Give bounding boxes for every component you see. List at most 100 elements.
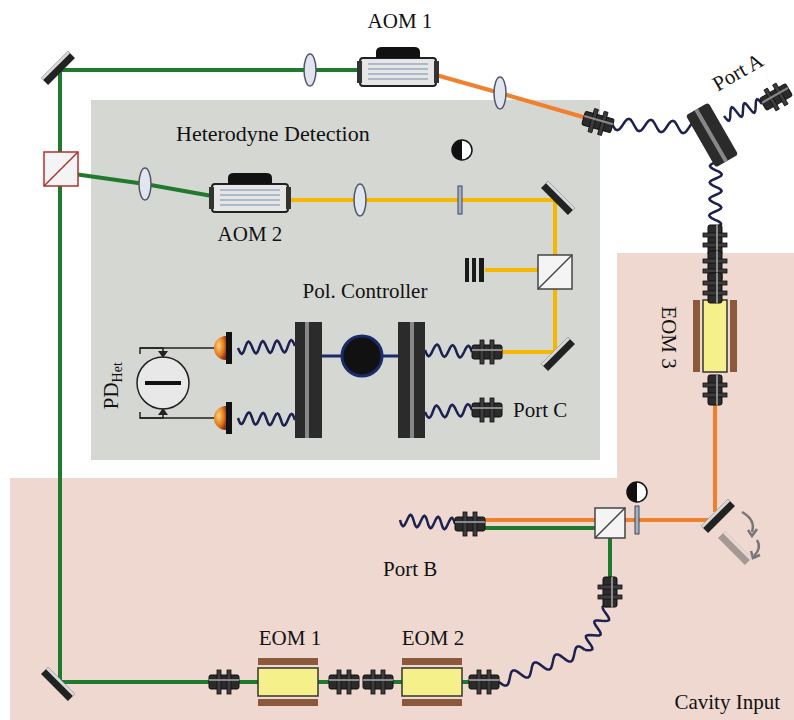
port-label: Port A	[709, 48, 768, 95]
fiber-coupler	[469, 670, 499, 694]
component-label: Cavity Input	[674, 691, 780, 714]
photodiode	[214, 406, 226, 430]
green-beam	[485, 526, 595, 530]
mirror	[41, 51, 735, 701]
detector-name: PD	[98, 382, 122, 409]
aom-device: AOM 1	[355, 8, 445, 90]
waveplate-icon	[452, 140, 472, 160]
flip-arrow	[742, 512, 760, 558]
component-label: Pol. Controller	[300, 280, 430, 303]
aom	[209, 173, 291, 212]
photodiode	[214, 332, 232, 434]
fiber-coil	[425, 404, 472, 418]
beam-splitter	[44, 152, 78, 186]
flip-arrow	[748, 529, 757, 536]
lens	[354, 184, 366, 216]
beam-dump	[479, 258, 484, 282]
lens	[139, 54, 506, 216]
fiber-coupler	[703, 375, 727, 405]
orange-beam	[436, 75, 590, 119]
waveplate	[635, 506, 639, 534]
waveplate-icon	[452, 140, 462, 160]
eom-crystal	[258, 658, 318, 665]
fiber-coupler	[329, 670, 359, 694]
photodiode	[226, 402, 232, 434]
flip-arrow	[742, 512, 753, 532]
fiber-coupler	[209, 670, 239, 694]
polarization-controller: Pol. Controller	[300, 280, 430, 380]
mirror	[701, 499, 735, 533]
fiber-coupler	[455, 512, 485, 536]
beam-dump	[472, 258, 476, 282]
orange-beam	[436, 75, 715, 520]
fiber-coupler	[472, 340, 502, 364]
eom-device: EOM 1	[250, 625, 330, 707]
eom-device: EOM 2	[393, 625, 473, 707]
balanced-photodetector: PDHet	[95, 320, 210, 450]
fiber-coil	[585, 606, 610, 651]
fiber-coupler	[757, 79, 794, 115]
heterodyne-panel	[91, 100, 600, 460]
component-label: EOM 1	[250, 627, 330, 650]
fiber-coupler	[598, 577, 622, 607]
eom-crystal	[258, 668, 318, 696]
mirror	[41, 51, 75, 85]
mirror	[41, 667, 75, 701]
eom-crystal	[402, 658, 462, 665]
balanced-detector	[158, 351, 168, 358]
waveplate-icon	[452, 140, 647, 502]
fiber-splitter	[295, 322, 322, 438]
flip-mirror	[718, 531, 752, 565]
orange-beam	[713, 405, 717, 512]
balanced-detector	[137, 348, 214, 418]
lens	[494, 77, 506, 109]
fiber-coil	[400, 515, 455, 529]
eom-crystal	[703, 300, 727, 372]
polarization-controller	[322, 336, 398, 376]
fiber-coupler	[363, 670, 393, 694]
beam-splitter	[595, 508, 625, 538]
polarization-controller	[342, 336, 382, 376]
port-label: Port B	[383, 558, 437, 581]
component-label: EOM 3	[657, 306, 680, 368]
photodiode	[214, 336, 226, 360]
beam-dump	[465, 258, 484, 282]
fiber-coil	[238, 340, 295, 354]
fiber-splitter	[686, 103, 739, 168]
fiber-coil	[238, 412, 295, 425]
waveplate	[458, 186, 639, 534]
flip-arrow	[754, 540, 759, 556]
component-label: AOM 1	[355, 10, 445, 33]
fiber-splitter	[410, 322, 414, 438]
component-label: AOM 2	[200, 223, 300, 246]
fiber-coil	[425, 345, 472, 358]
eom-crystal	[258, 300, 737, 706]
heterodyne-panel	[91, 100, 600, 460]
waveplate-icon	[627, 482, 637, 502]
eom-crystal	[730, 300, 737, 372]
cavity-input-region: Cavity InputEOM 3EOM 1EOM 2	[10, 478, 794, 720]
component-label: EOM 2	[393, 627, 473, 650]
balanced-detector	[145, 381, 181, 385]
eom-crystal	[258, 699, 318, 706]
port-label: Port C	[513, 399, 567, 422]
eom-crystal	[693, 300, 700, 372]
green-beam	[60, 172, 212, 196]
eom-device: EOM 3	[648, 290, 740, 385]
balanced-detector	[137, 357, 189, 409]
fiber-splitter	[694, 109, 727, 163]
eom-crystal	[402, 699, 462, 706]
fiber-splitter	[398, 322, 425, 438]
fiber-coupler	[703, 273, 727, 303]
fiber-splitter	[295, 103, 738, 438]
aom	[357, 47, 439, 86]
fiber-coupler	[472, 398, 502, 422]
fiber-coil	[499, 646, 585, 685]
beam-splitter	[595, 508, 625, 538]
fiber-coil	[724, 99, 762, 120]
detector-subscript: Het	[109, 362, 124, 382]
beam-dump	[465, 258, 469, 282]
photodiode	[226, 332, 232, 364]
waveplate	[458, 186, 462, 214]
